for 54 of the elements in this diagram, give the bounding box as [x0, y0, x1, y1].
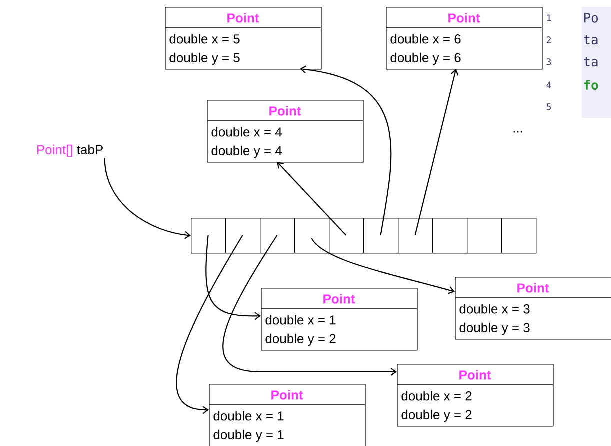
class-box: [454, 277, 611, 340]
arrow: [300, 66, 392, 236]
class-name: Point: [460, 370, 492, 380]
field-text: double x = 4: [212, 127, 282, 137]
class-box: [164, 7, 322, 70]
array-cell: [502, 218, 537, 254]
code-text: ta: [584, 35, 598, 45]
class-box: [386, 7, 543, 70]
field-text: double y = 5: [170, 52, 240, 66]
code-text: fo: [584, 80, 598, 90]
array-cell: [226, 218, 261, 254]
ellipsis: ...: [514, 131, 522, 133]
arrow: [176, 235, 244, 414]
code-text: Po: [584, 13, 598, 23]
field-text: double y = 1: [214, 430, 284, 442]
array-cell: [260, 218, 296, 254]
arrow: [222, 235, 397, 376]
array-cell: [432, 218, 468, 254]
class-box: [260, 288, 418, 351]
line-number: 4: [546, 82, 552, 88]
line-number: 5: [546, 104, 551, 110]
class-box: [206, 100, 364, 163]
array-cell: [467, 218, 502, 254]
array-cell: [364, 218, 399, 254]
array-cell: [398, 218, 434, 254]
class-box: [208, 384, 366, 446]
field-text: double y = 4: [212, 146, 282, 158]
variable-label: Point[] tabP: [37, 144, 103, 158]
arrow: [104, 158, 191, 240]
field-text: double x = 2: [402, 391, 472, 401]
class-name: Point: [272, 390, 304, 400]
code-text: ta: [584, 57, 598, 67]
field-text: double y = 6: [390, 52, 461, 66]
class-name: Point: [324, 294, 356, 304]
arrow: [206, 235, 261, 320]
array-cell: [329, 218, 364, 254]
field-text: double y = 3: [460, 322, 530, 336]
arrow: [277, 162, 347, 236]
array-cell: [191, 218, 226, 254]
field-text: double x = 1: [214, 411, 284, 421]
field-text: double x = 1: [266, 315, 336, 325]
class-name: Point: [228, 13, 260, 23]
class-box: [396, 364, 554, 427]
class-name: Point: [270, 106, 302, 116]
field-text: double x = 3: [460, 304, 530, 314]
class-name: Point: [518, 283, 550, 293]
arrow: [311, 238, 455, 294]
field-text: double x = 6: [390, 34, 461, 44]
field-text: double x = 5: [170, 34, 240, 44]
field-text: double y = 2: [266, 334, 336, 346]
array-cell: [294, 218, 330, 254]
arrow: [414, 69, 459, 236]
class-name: Point: [448, 13, 480, 23]
field-text: double y = 2: [402, 410, 472, 422]
